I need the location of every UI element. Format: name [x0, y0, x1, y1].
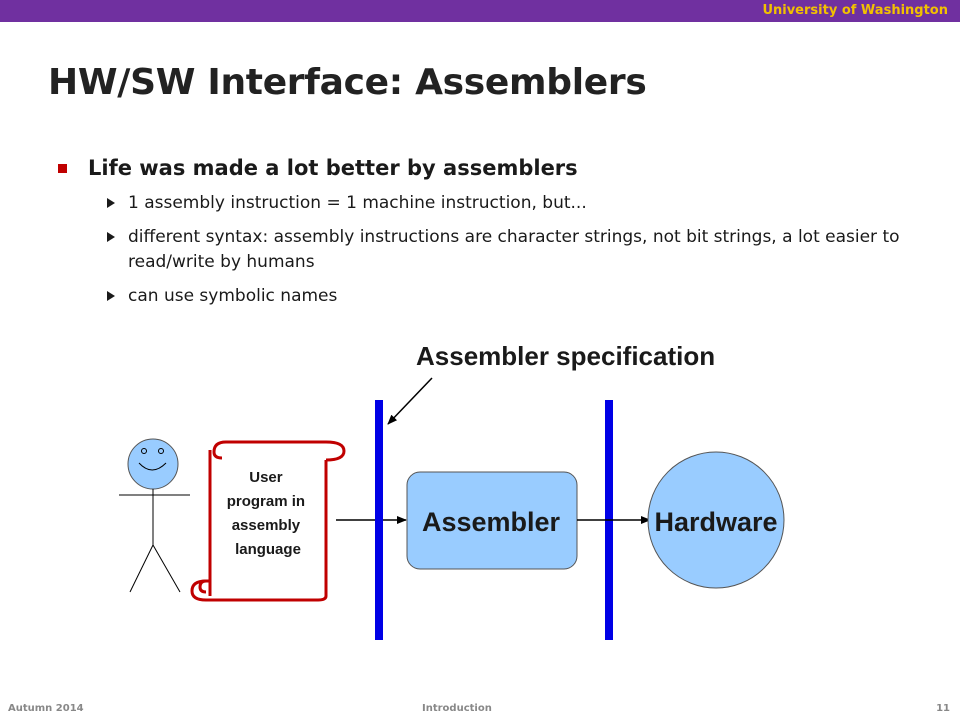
sub-bullet: different syntax: assembly instructions …	[56, 225, 916, 275]
sub-bullet-text: 1 assembly instruction = 1 machine instr…	[128, 193, 587, 213]
header-bar: University of Washington	[0, 0, 960, 22]
main-bullet: Life was made a lot better by assemblers	[56, 154, 916, 182]
scroll-label: User program in assembly language	[227, 469, 310, 558]
slide-title: HW/SW Interface: Assemblers	[48, 62, 647, 103]
arrow-bullet-icon	[107, 198, 115, 208]
square-bullet-icon	[58, 164, 67, 173]
footer-term: Autumn 2014	[8, 703, 84, 714]
university-label: University of Washington	[762, 3, 948, 18]
sub-bullet: 1 assembly instruction = 1 machine instr…	[56, 191, 916, 216]
sub-bullet: can use symbolic names	[56, 284, 916, 309]
scroll-icon	[190, 440, 346, 602]
hardware-circle	[647, 451, 785, 589]
footer-section: Introduction	[422, 703, 492, 714]
stick-figure-icon	[119, 438, 190, 593]
footer-page-number: 11	[936, 703, 950, 714]
arrow-bullet-icon	[107, 232, 115, 242]
spec-label: Assembler specification	[416, 341, 715, 371]
arrow-bullet-icon	[107, 291, 115, 301]
sub-bullet-text: can use symbolic names	[128, 286, 338, 306]
left-divider	[375, 400, 383, 640]
hardware-label: Hardware	[654, 507, 777, 537]
main-bullet-text: Life was made a lot better by assemblers	[88, 156, 578, 180]
sub-bullet-text: different syntax: assembly instructions …	[128, 227, 900, 272]
bullet-list: Life was made a lot better by assemblers…	[56, 154, 916, 309]
figure-head	[127, 438, 179, 490]
assembler-label: Assembler	[422, 507, 561, 537]
spec-pointer-arrow	[387, 377, 433, 425]
